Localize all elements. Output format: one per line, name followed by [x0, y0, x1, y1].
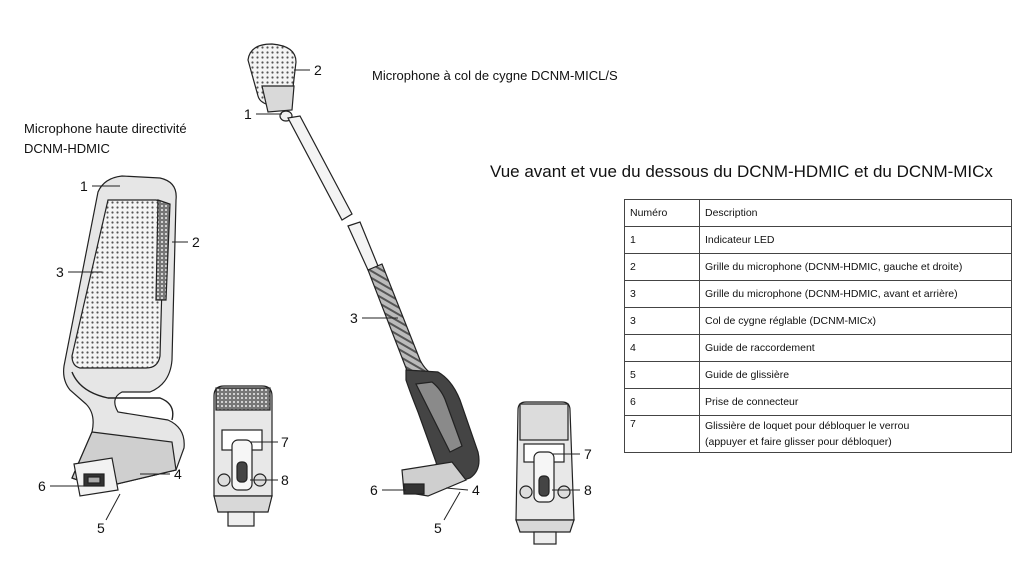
legend-table: Numéro Description 1 Indicateur LED 2 Gr…: [624, 199, 1012, 453]
row-number: 7: [624, 415, 700, 453]
callout-hdmic-3: 3: [56, 264, 64, 280]
callout-micl-1: 1: [244, 106, 252, 122]
callout-hdmic-5: 5: [97, 520, 105, 536]
row-description: Prise de connecteur: [699, 388, 1012, 416]
micl-illustration: [247, 43, 480, 521]
callout-hdmic-bottom-7: 7: [281, 434, 289, 450]
row-description-line1: Glissière de loquet pour débloquer le ve…: [705, 419, 910, 432]
callout-micl-6: 6: [370, 482, 378, 498]
micl-title: Microphone à col de cygne DCNM-MICL/S: [372, 68, 618, 83]
callout-hdmic-1: 1: [80, 178, 88, 194]
callout-hdmic-bottom-8: 8: [281, 472, 289, 488]
row-number: 4: [624, 334, 700, 362]
row-description: Guide de glissière: [699, 361, 1012, 389]
row-number: 2: [624, 253, 700, 281]
callout-micl-4: 4: [472, 482, 480, 498]
row-description: Guide de raccordement: [699, 334, 1012, 362]
micl-bottom-view: [515, 401, 580, 545]
table-row: 5 Guide de glissière: [624, 361, 1012, 389]
callout-hdmic-2: 2: [192, 234, 200, 250]
table-row: 2 Grille du microphone (DCNM-HDMIC, gauc…: [624, 253, 1012, 281]
table-row: 3 Grille du microphone (DCNM-HDMIC, avan…: [624, 280, 1012, 308]
row-description: Indicateur LED: [699, 226, 1012, 254]
row-number: 5: [624, 361, 700, 389]
callout-hdmic-6: 6: [38, 478, 46, 494]
table-row: 7 Glissière de loquet pour débloquer le …: [624, 415, 1012, 453]
row-number: 3: [624, 307, 700, 335]
callout-micl-2: 2: [314, 62, 322, 78]
hdmic-illustration: [50, 175, 188, 521]
callout-micl-bottom-7: 7: [584, 446, 592, 462]
table-row: 4 Guide de raccordement: [624, 334, 1012, 362]
callout-hdmic-4: 4: [174, 466, 182, 482]
row-description: Col de cygne réglable (DCNM-MICx): [699, 307, 1012, 335]
row-description: Glissière de loquet pour débloquer le ve…: [699, 415, 1012, 453]
views-title: Vue avant et vue du dessous du DCNM-HDMI…: [490, 162, 993, 181]
callout-micl-3: 3: [350, 310, 358, 326]
table-row: 3 Col de cygne réglable (DCNM-MICx): [624, 307, 1012, 335]
table-row: 6 Prise de connecteur: [624, 388, 1012, 416]
callout-micl-5: 5: [434, 520, 442, 536]
table-header-row: Numéro Description: [624, 199, 1012, 227]
row-number: 6: [624, 388, 700, 416]
table-row: 1 Indicateur LED: [624, 226, 1012, 254]
row-number: 3: [624, 280, 700, 308]
hdmic-bottom-view: [213, 385, 278, 527]
row-description: Grille du microphone (DCNM-HDMIC, gauche…: [699, 253, 1012, 281]
header-number: Numéro: [624, 199, 700, 227]
hdmic-title-line2: DCNM-HDMIC: [24, 141, 110, 156]
hdmic-title-line1: Microphone haute directivité: [24, 121, 187, 136]
row-description-line2: (appuyer et faire glisser pour débloquer…: [705, 436, 892, 448]
row-number: 1: [624, 226, 700, 254]
callout-micl-bottom-8: 8: [584, 482, 592, 498]
header-description: Description: [699, 199, 1012, 227]
row-description: Grille du microphone (DCNM-HDMIC, avant …: [699, 280, 1012, 308]
